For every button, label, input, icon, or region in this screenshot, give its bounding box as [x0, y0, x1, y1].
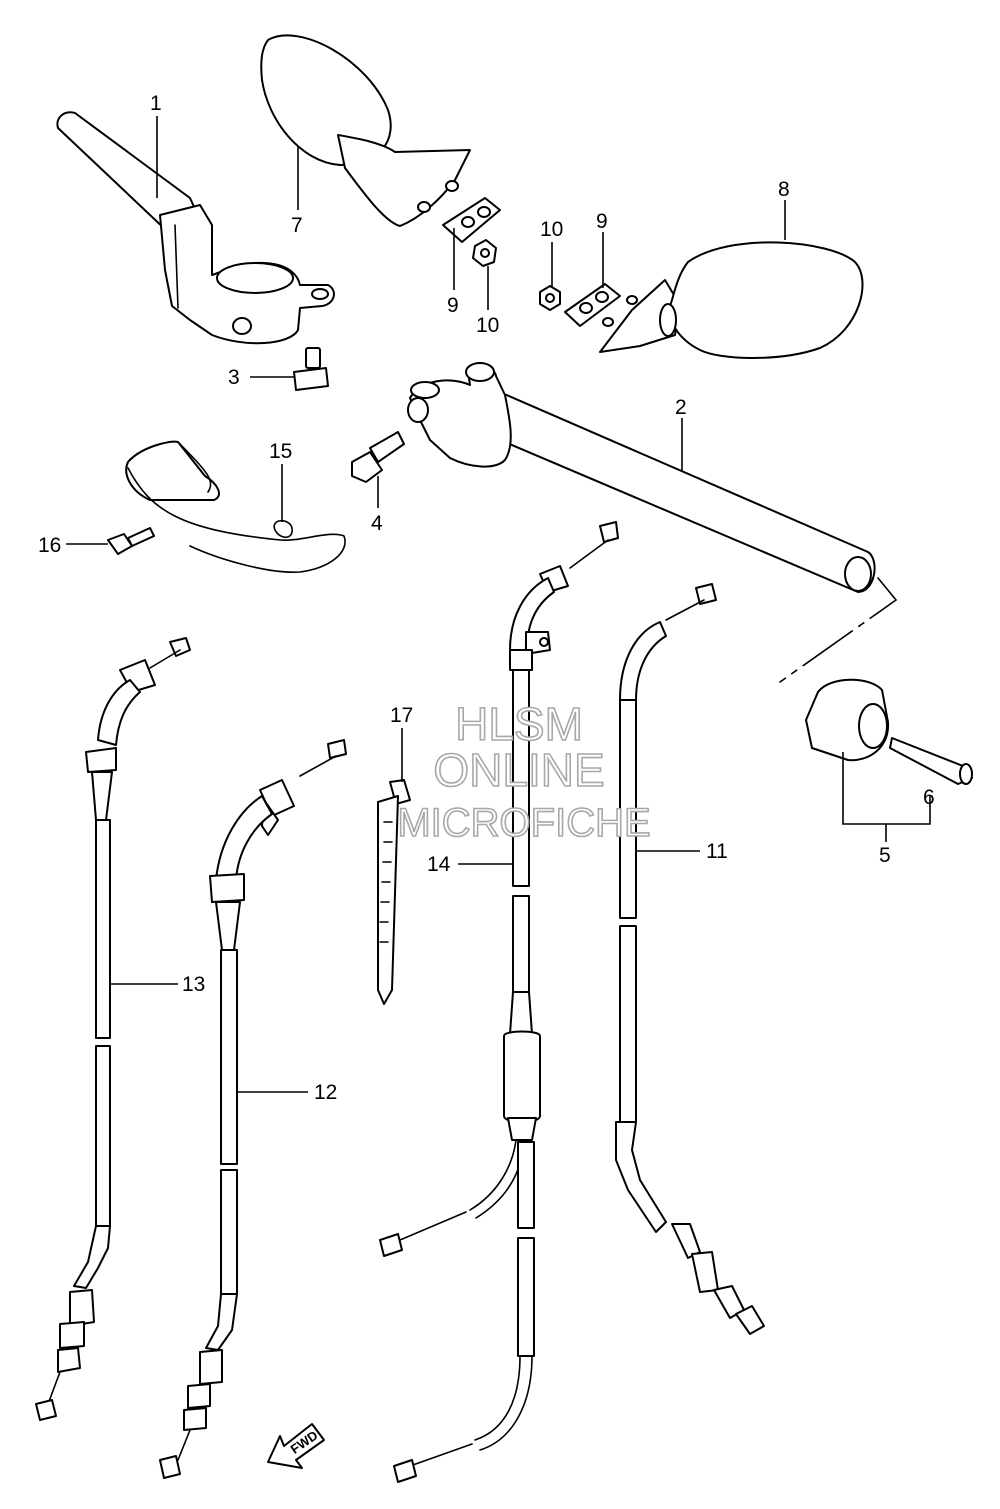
callout-14: 14 — [427, 853, 451, 876]
throttle-cable-no1-part — [35, 637, 191, 1421]
watermark-line1: HLSM — [455, 698, 583, 750]
callout-7: 7 — [291, 214, 303, 237]
right-mirror-part — [599, 241, 864, 359]
callout-11: 11 — [706, 840, 728, 863]
callout-6: 6 — [923, 786, 935, 809]
left-mirror-part — [260, 34, 471, 227]
bar-end-balancer-part — [805, 678, 973, 785]
throttle-cable-no2-part — [159, 739, 347, 1479]
callout-2: 2 — [675, 396, 687, 419]
watermark-line2: ONLINE — [433, 744, 604, 796]
clamp-bolt-part — [293, 347, 329, 391]
cable-clamp-strap-part — [377, 779, 411, 1005]
holder-bolt-part — [351, 431, 405, 483]
callout-9-right: 9 — [596, 210, 608, 233]
mirror-nut-left-part — [472, 239, 497, 267]
callout-1: 1 — [150, 92, 162, 115]
arrow-left-down-icon — [267, 1423, 325, 1469]
callout-5: 5 — [879, 844, 891, 867]
callout-10-left: 10 — [476, 314, 499, 337]
callout-13: 13 — [182, 973, 205, 996]
watermark-line3: MICROFICHE — [397, 801, 650, 845]
callout-8: 8 — [778, 178, 790, 201]
leader-lines — [66, 116, 931, 1093]
mirror-nut-right-part — [539, 285, 561, 311]
callout-9-left: 9 — [447, 294, 459, 317]
cable-bracket-part — [125, 440, 346, 573]
callout-15: 15 — [269, 440, 292, 463]
center-cable-part — [379, 521, 619, 1483]
callout-4: 4 — [371, 512, 383, 535]
mirror-adapter-left-part — [442, 197, 501, 243]
callout-16: 16 — [38, 534, 61, 557]
left-handlebar-part — [56, 111, 335, 345]
callout-17: 17 — [390, 704, 413, 727]
mirror-adapter-right-part — [564, 283, 621, 327]
callout-12: 12 — [314, 1081, 337, 1104]
right-handlebar-part — [407, 362, 876, 593]
watermark: HLSM ONLINE MICROFICHE — [397, 697, 652, 846]
right-cable-part — [615, 583, 765, 1335]
fwd-direction-marker: FWD — [267, 1423, 325, 1469]
callout-10-right: 10 — [540, 218, 563, 241]
bracket-screw-part — [107, 527, 155, 555]
callout-3: 3 — [228, 366, 240, 389]
